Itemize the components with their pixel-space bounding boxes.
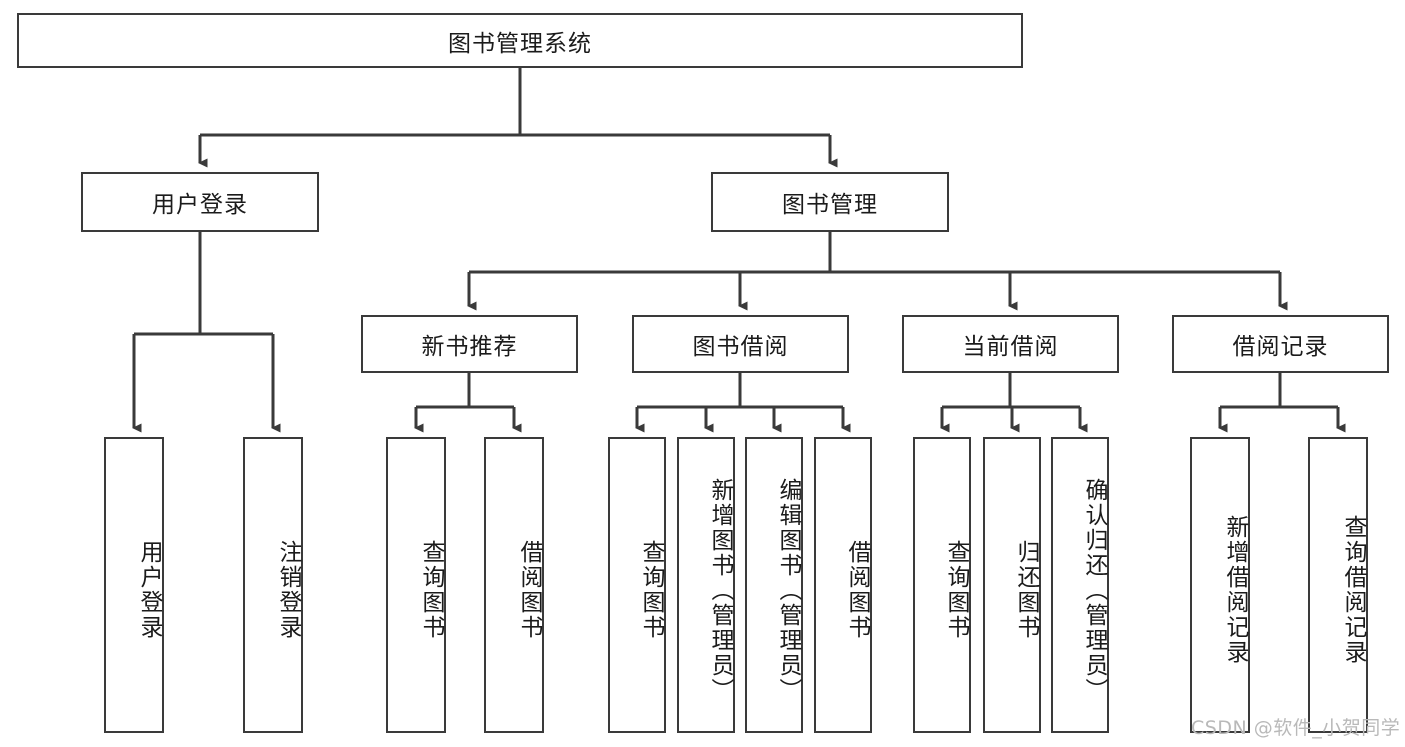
node-label: 注销登录 xyxy=(275,540,301,640)
node-label: 借阅图书 xyxy=(844,540,870,640)
node-label: 新增图书（管理员） xyxy=(707,477,733,703)
node-new-book-recommendation[interactable]: 新书推荐 xyxy=(361,315,578,373)
node-root-system[interactable]: 图书管理系统 xyxy=(17,13,1023,68)
node-label: 新增借阅记录 xyxy=(1222,515,1248,665)
node-current-borrowing[interactable]: 当前借阅 xyxy=(902,315,1119,373)
node-label: 查询图书 xyxy=(638,540,664,640)
leaf-node-add-borrow-record[interactable]: 新增借阅记录 xyxy=(1190,437,1250,733)
node-label: 图书借阅 xyxy=(692,334,789,360)
node-book-management[interactable]: 图书管理 xyxy=(711,172,949,232)
node-label: 查询图书 xyxy=(418,540,444,640)
node-label: 借阅图书 xyxy=(516,540,542,640)
node-label: 确认归还（管理员） xyxy=(1081,477,1107,703)
leaf-node-logout[interactable]: 注销登录 xyxy=(243,437,303,733)
leaf-node-return-books[interactable]: 归还图书 xyxy=(983,437,1041,733)
leaf-node-borrow-books-rec[interactable]: 借阅图书 xyxy=(484,437,544,733)
leaf-node-query-borrow-record[interactable]: 查询借阅记录 xyxy=(1308,437,1368,733)
node-user-login[interactable]: 用户登录 xyxy=(81,172,319,232)
node-label: 借阅记录 xyxy=(1232,334,1329,360)
node-label: 当前借阅 xyxy=(962,334,1059,360)
leaf-node-query-books-rec[interactable]: 查询图书 xyxy=(386,437,446,733)
node-label: 查询借阅记录 xyxy=(1340,515,1366,665)
leaf-node-confirm-return-admin[interactable]: 确认归还（管理员） xyxy=(1051,437,1109,733)
leaf-node-add-book-admin[interactable]: 新增图书（管理员） xyxy=(677,437,735,733)
node-book-borrowing[interactable]: 图书借阅 xyxy=(632,315,849,373)
leaf-node-borrow-books[interactable]: 借阅图书 xyxy=(814,437,872,733)
node-label: 用户登录 xyxy=(152,192,248,218)
leaf-node-user-login[interactable]: 用户登录 xyxy=(104,437,164,733)
leaf-node-edit-book-admin[interactable]: 编辑图书（管理员） xyxy=(745,437,803,733)
node-label: 图书管理系统 xyxy=(448,30,592,57)
leaf-node-query-books-borrow[interactable]: 查询图书 xyxy=(608,437,666,733)
leaf-node-query-books-current[interactable]: 查询图书 xyxy=(913,437,971,733)
node-label: 编辑图书（管理员） xyxy=(775,477,801,703)
node-label: 归还图书 xyxy=(1013,540,1039,640)
csdn-watermark: CSDN @软件_小贺同学 xyxy=(1191,717,1401,739)
node-label: 用户登录 xyxy=(136,540,162,640)
node-label: 图书管理 xyxy=(782,192,878,218)
node-label: 查询图书 xyxy=(943,540,969,640)
node-borrow-records[interactable]: 借阅记录 xyxy=(1172,315,1389,373)
node-label: 新书推荐 xyxy=(421,334,518,360)
